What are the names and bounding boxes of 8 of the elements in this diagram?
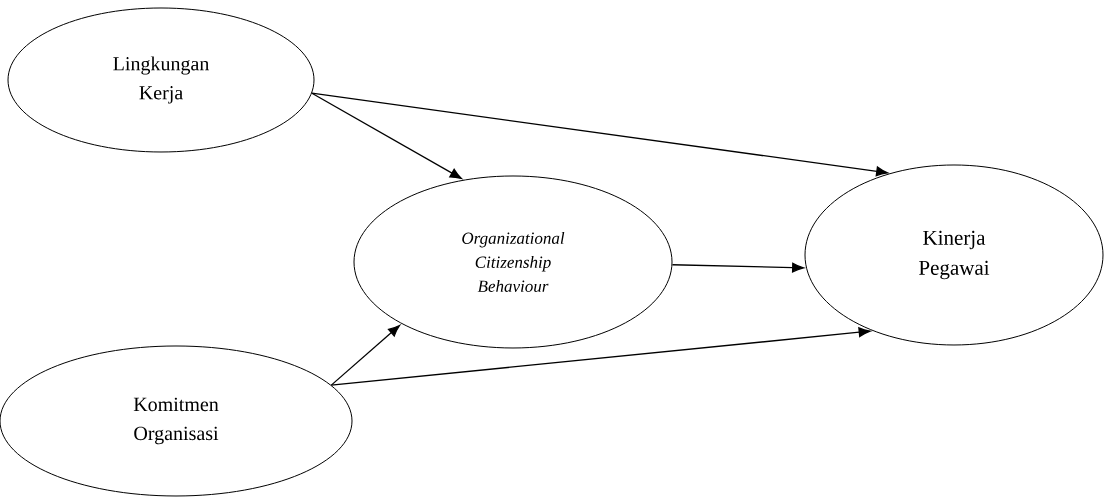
- ellipse-node: Lingkungan Kerja: [7, 7, 315, 153]
- ellipse-node: Organizational Citizenship Behaviour: [353, 175, 673, 349]
- arrow: [671, 262, 805, 273]
- arrow: [311, 92, 889, 177]
- arrow: [330, 327, 871, 386]
- ellipse-node: Kinerja Pegawai: [804, 164, 1104, 346]
- arrow: [311, 92, 462, 180]
- arrow: [330, 324, 401, 386]
